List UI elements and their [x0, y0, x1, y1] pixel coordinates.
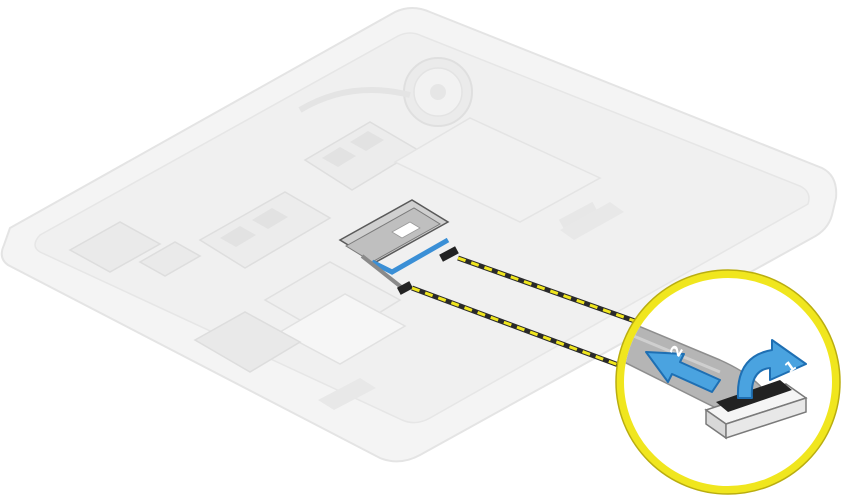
detail-callout: 2 1 — [615, 269, 841, 495]
ribbon-cable-blue — [370, 237, 450, 275]
cooling-fan — [403, 57, 473, 127]
zif-connector — [704, 380, 808, 440]
callout-guide-lines — [411, 255, 661, 373]
wlan-card — [68, 221, 202, 277]
connector-latch — [716, 380, 792, 412]
ssd-module — [193, 311, 302, 373]
arrow-up-left — [645, 351, 721, 393]
battery-bay — [393, 117, 602, 233]
smart-card-reader-board — [338, 199, 459, 295]
speaker-left — [318, 378, 376, 410]
heat-pipe — [298, 87, 411, 113]
curved-arrow-right — [736, 339, 807, 399]
hard-drive — [263, 261, 407, 365]
memory-module-bottom — [198, 191, 332, 269]
speaker-right — [560, 202, 624, 240]
